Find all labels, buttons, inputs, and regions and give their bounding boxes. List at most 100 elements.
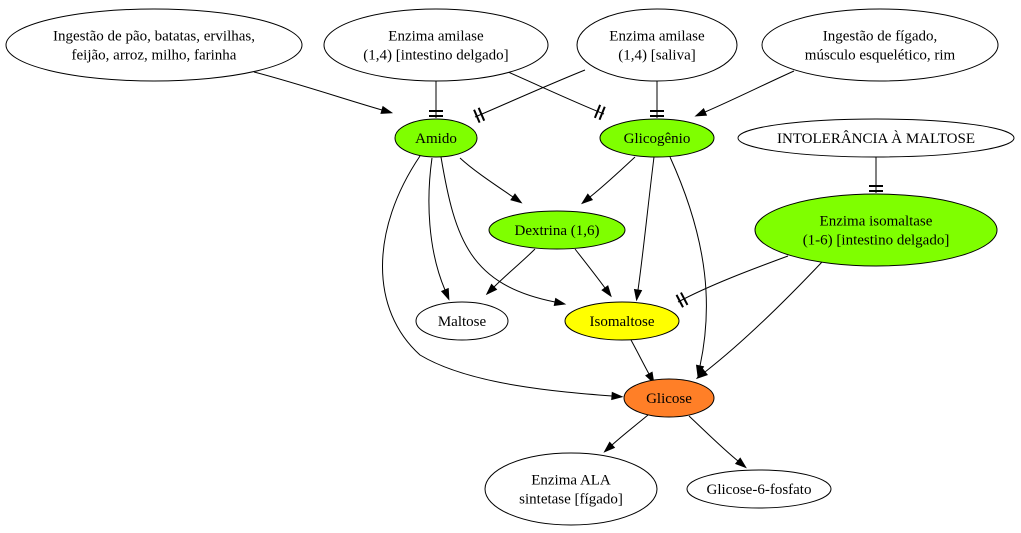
node-glicose: Glicose bbox=[623, 378, 715, 418]
edge-arrow-line bbox=[669, 156, 707, 367]
node-label-line: Enzima amilase bbox=[388, 29, 484, 45]
arrowhead-icon bbox=[695, 368, 708, 380]
node-ellipse bbox=[484, 452, 658, 526]
edge-arrow-line bbox=[440, 156, 556, 303]
inhibition-bar-icon bbox=[675, 294, 684, 308]
edge-amido-to-dextrina bbox=[459, 157, 523, 204]
arrowhead-icon bbox=[694, 107, 708, 117]
node-label-line: Enzima ALA bbox=[531, 473, 611, 489]
edge-arrow-line bbox=[253, 71, 383, 111]
edge-intolerancia-to-isomaltase bbox=[869, 157, 883, 193]
node-label-line: Ingestão de fígado, bbox=[823, 29, 938, 45]
node-isomaltase: Enzima isomaltase(1-6) [intestino delgad… bbox=[754, 193, 998, 267]
node-amilase-intestino: Enzima amilase(1,4) [intestino delgado] bbox=[323, 8, 549, 82]
edge-dextrina-to-isomaltose bbox=[574, 248, 612, 298]
arrowhead-icon bbox=[633, 288, 643, 302]
edge-arrow-line bbox=[382, 155, 613, 397]
node-glicogenio: Glicogênio bbox=[599, 118, 715, 158]
node-label-line: Ingestão de pão, batatas, ervilhas, bbox=[53, 29, 255, 45]
edge-arrow-line bbox=[459, 157, 514, 198]
node-label-line: INTOLERÂNCIA À MALTOSE bbox=[777, 130, 975, 147]
edge-arrow-line bbox=[704, 70, 795, 113]
edges-layer bbox=[253, 69, 883, 469]
node-ellipse bbox=[5, 8, 303, 82]
arrowhead-icon bbox=[734, 457, 747, 469]
edge-amilase_intestino-to-glicogenio bbox=[507, 71, 606, 121]
arrowhead-icon bbox=[603, 441, 616, 453]
edge-arrow-line bbox=[688, 415, 739, 462]
edge-arrow-line bbox=[704, 261, 823, 373]
node-ingestao-pao: Ingestão de pão, batatas, ervilhas, feijã… bbox=[5, 8, 303, 82]
node-ellipse bbox=[686, 469, 832, 509]
edge-amilase_intestino-to-amido bbox=[429, 81, 443, 118]
node-ala-sintetase: Enzima ALA sintetase [fígado] bbox=[484, 452, 658, 526]
edge-arrow-line bbox=[493, 248, 536, 288]
edge-arrow-line bbox=[630, 339, 650, 375]
node-label-line: Isomaltose bbox=[590, 314, 655, 330]
edge-glicogenio-to-isomaltose bbox=[633, 156, 655, 302]
arrowhead-icon bbox=[440, 287, 450, 301]
edge-arrow-line bbox=[611, 414, 649, 446]
inhibition-bar-icon bbox=[477, 107, 486, 122]
arrowhead-icon bbox=[601, 285, 612, 298]
node-ellipse bbox=[394, 118, 478, 158]
edge-isomaltose-to-glicose bbox=[630, 339, 655, 385]
edge-inhibit-line bbox=[507, 71, 605, 115]
edge-amido-to-isomaltose bbox=[440, 156, 567, 307]
edge-glicogenio-to-dextrina bbox=[581, 156, 636, 205]
arrowhead-icon bbox=[581, 193, 594, 205]
arrowhead-icon bbox=[510, 193, 523, 204]
edge-ingestao_figado-to-glicogenio bbox=[694, 70, 795, 117]
edge-amilase_saliva-to-glicogenio bbox=[650, 81, 664, 118]
edge-arrow-line bbox=[589, 156, 636, 198]
node-ellipse bbox=[576, 8, 738, 82]
node-ellipse bbox=[754, 193, 998, 267]
node-ellipse bbox=[737, 118, 1015, 158]
edge-arrow-line bbox=[637, 156, 655, 291]
node-label-line: Maltose bbox=[438, 314, 487, 330]
node-label-line: feijão, arroz, milho, farinha bbox=[72, 48, 237, 64]
node-label-line: Glicose bbox=[646, 391, 692, 407]
edge-glicose-to-ala_sintetase bbox=[603, 414, 649, 453]
inhibition-bar-icon bbox=[473, 109, 481, 124]
node-amido: Amido bbox=[394, 118, 478, 158]
node-label-line: sintetase [fígado] bbox=[519, 492, 623, 508]
node-ellipse bbox=[323, 8, 549, 82]
node-label-line: Enzima isomaltase bbox=[820, 214, 933, 230]
arrowhead-icon bbox=[611, 391, 624, 401]
edge-inhibit-line bbox=[474, 69, 586, 118]
node-intolerancia: INTOLERÂNCIA À MALTOSE bbox=[737, 118, 1015, 158]
inhibition-bar-icon bbox=[598, 106, 606, 121]
node-amilase-saliva: Enzima amilase (1,4) [saliva] bbox=[576, 8, 738, 82]
node-ellipse bbox=[488, 210, 626, 250]
node-label-line: (1,4) [saliva] bbox=[618, 48, 695, 64]
arrowhead-icon bbox=[485, 283, 498, 296]
node-glicose6: Glicose-6-fosfato bbox=[686, 469, 832, 509]
inhibition-bar-icon bbox=[680, 292, 689, 306]
edge-dextrina-to-maltose bbox=[485, 248, 536, 296]
node-label-line: Glicogênio bbox=[624, 131, 691, 147]
edge-isomaltase-to-glicose bbox=[695, 261, 823, 380]
node-maltose: Maltose bbox=[415, 301, 509, 341]
inhibition-bar-icon bbox=[593, 104, 602, 119]
node-ellipse bbox=[761, 8, 999, 82]
nodes-layer: Ingestão de pão, batatas, ervilhas, feijã… bbox=[5, 8, 1015, 526]
node-ellipse bbox=[599, 118, 715, 158]
arrowhead-icon bbox=[695, 364, 705, 378]
arrowhead-icon bbox=[553, 297, 567, 307]
node-label-line: Glicose-6-fosfato bbox=[707, 482, 812, 498]
edge-amilase_saliva-to-amido bbox=[473, 69, 586, 124]
edge-ingestao_pao-to-amido bbox=[253, 71, 394, 114]
node-label-line: músculo esquelético, rim bbox=[805, 48, 956, 64]
edge-arrow-line bbox=[574, 248, 606, 289]
node-ellipse bbox=[564, 301, 680, 341]
edge-glicose-to-glicose6 bbox=[688, 415, 747, 469]
edge-inhibit-line bbox=[677, 255, 789, 303]
node-ellipse bbox=[623, 378, 715, 418]
node-label-line: Amido bbox=[415, 131, 457, 147]
node-label-line: Enzima amilase bbox=[609, 29, 705, 45]
edge-arrow-line bbox=[428, 157, 446, 291]
edge-isomaltase-to-isomaltose bbox=[675, 255, 789, 308]
arrowhead-icon bbox=[380, 105, 394, 114]
